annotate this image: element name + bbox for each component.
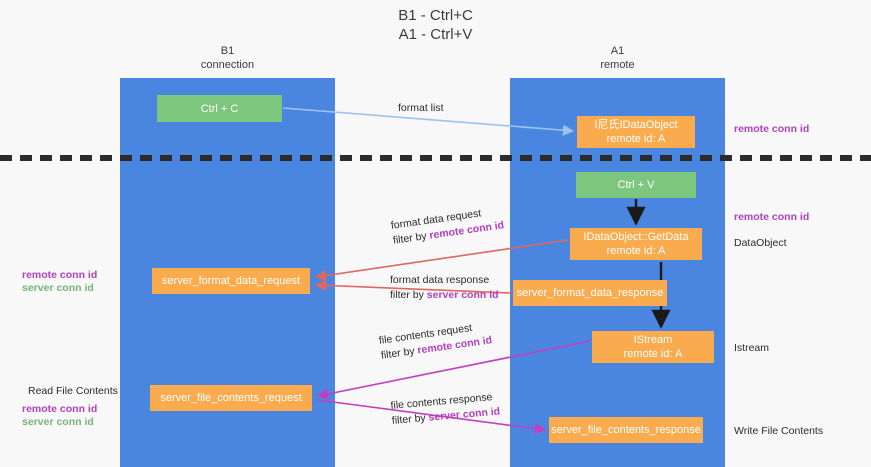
edge-label-format-data-response: format data response filter by server co… (390, 274, 499, 301)
side-label-remote-conn-id-mid: remote conn id (734, 211, 810, 223)
box-server-format-data-response-label: server_format_data_response (516, 287, 664, 299)
side-label-remote-conn-id-top: remote conn id (734, 123, 810, 135)
box-ctrl-v[interactable]: Ctrl + V (576, 172, 696, 198)
lane-header-a1-sub: remote (600, 59, 635, 71)
side-label-read-file-contents: Read File Contents (28, 385, 118, 397)
box-ctrl-c-label: Ctrl + C (200, 102, 239, 115)
lane-header-a1-name: A1 (610, 45, 625, 57)
box-ctrl-v-label: Ctrl + V (617, 179, 655, 191)
edge-label-format-list: format list (398, 102, 444, 114)
side-label-dataobject: DataObject (734, 237, 787, 249)
lane-header-b1-name: B1 (220, 45, 235, 57)
side-label-istream: Istream (734, 342, 770, 354)
box-server-format-data-request-label: server_format_data_request (161, 275, 301, 287)
box-idataobject-top-line2: remote id: A (606, 133, 666, 145)
box-istream-line2: remote id: A (623, 348, 683, 360)
edge-label-file-contents-request: file contents request filter by remote c… (378, 321, 493, 362)
title-line-1: B1 - Ctrl+C (398, 7, 473, 24)
box-getdata-line1: IDataObject::GetData (583, 231, 689, 243)
title-line-2: A1 - Ctrl+V (398, 26, 473, 43)
box-ctrl-c[interactable]: Ctrl + C (157, 95, 282, 122)
box-server-file-contents-request-label: server_file_contents_request (160, 392, 302, 404)
lane-header-a1: A1 remote (510, 44, 725, 72)
box-server-format-data-response[interactable]: server_format_data_response (513, 280, 667, 306)
edge-label-format-data-request: format data request filter by remote con… (390, 207, 505, 247)
box-server-file-contents-response-label: server_file_contents_response (551, 424, 701, 436)
side-label-write-file-contents: Write File Contents (734, 425, 824, 437)
side-label-left-remote-conn-id-bottom: remote conn id (22, 403, 98, 415)
box-server-format-data-request[interactable]: server_format_data_request (152, 268, 310, 294)
side-label-left-remote-conn-id-mid: remote conn id (22, 269, 98, 281)
side-label-left-server-conn-id-bottom: server conn id (22, 416, 94, 428)
box-istream-line1: IStream (633, 334, 673, 346)
lane-header-b1-sub: connection (200, 59, 255, 71)
section-divider-dashed-line (0, 155, 871, 161)
edge-label-file-contents-response: file contents response filter by server … (390, 391, 501, 427)
box-idataobject-top[interactable]: I尼⽒IDataObject remote id: A (577, 116, 695, 148)
box-server-file-contents-request[interactable]: server_file_contents_request (150, 385, 312, 411)
box-server-file-contents-response[interactable]: server_file_contents_response (549, 417, 703, 443)
lane-header-b1: B1 connection (120, 44, 335, 72)
box-idataobject-getdata[interactable]: IDataObject::GetData remote id: A (570, 228, 702, 260)
diagram-title: B1 - Ctrl+C A1 - Ctrl+V (0, 6, 871, 44)
box-getdata-line2: remote id: A (606, 245, 666, 257)
box-istream[interactable]: IStream remote id: A (592, 331, 714, 363)
box-idataobject-top-line1: I尼⽒IDataObject (594, 119, 678, 131)
side-label-left-server-conn-id-mid: server conn id (22, 282, 94, 294)
